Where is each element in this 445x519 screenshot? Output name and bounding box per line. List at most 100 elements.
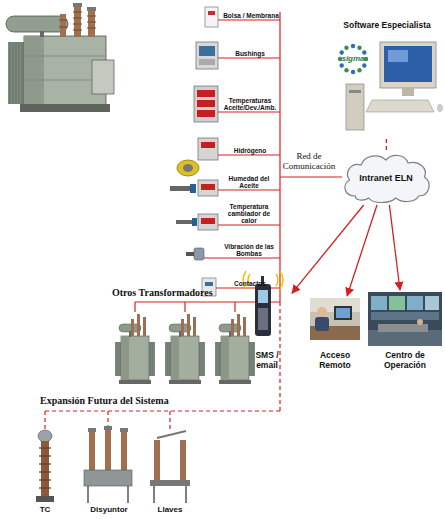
future-expansion-wire (45, 410, 280, 411)
sensor-devices (197, 90, 215, 97)
other-transformers (115, 314, 155, 384)
sensor-devices (192, 218, 197, 226)
sensor-devices (205, 282, 213, 286)
main-transformer (59, 27, 67, 28)
sensor-devices (194, 248, 204, 260)
circuit-breaker (87, 486, 89, 503)
bus-wire (280, 176, 342, 177)
main-transformer (10, 42, 11, 104)
sensor-label: Humedad del Aceite (220, 175, 278, 189)
bus-wire (218, 224, 280, 225)
main-transformer (6, 3, 114, 112)
current-transformer (39, 479, 51, 480)
remote-access-photo (317, 307, 327, 317)
sigma-logo (351, 70, 355, 74)
connector-arrow (389, 205, 400, 290)
equipment-label: Llaves (146, 505, 194, 514)
logo-text: sigma (338, 54, 368, 63)
sigma-logo (344, 46, 348, 50)
sensor-devices (177, 160, 199, 176)
sensor-devices (197, 100, 215, 107)
circuit-breaker (127, 486, 129, 503)
mobile-phone (258, 308, 268, 330)
disconnect-switch (185, 486, 187, 503)
sensor-label: Temperaturas Aceite/Dev./Amb. (220, 97, 280, 111)
network-cloud: Intranet ELN (338, 150, 434, 205)
main-transformer (16, 42, 17, 104)
circuit-breaker (84, 426, 132, 503)
sigma-logo (340, 63, 344, 67)
connector-arrow (347, 205, 377, 296)
future-expansion-wire (44, 411, 45, 430)
bus-wire (135, 12, 342, 312)
node-label: Intranet ELN (359, 173, 413, 183)
operation-center: Centro de Operación (366, 290, 444, 370)
bus-wire (234, 302, 235, 312)
computer (384, 46, 432, 82)
operation-center-photo (371, 296, 387, 310)
sensor-devices (170, 7, 218, 296)
bus-wire (204, 257, 280, 258)
computer (380, 42, 436, 88)
future-expansion-wire (279, 302, 280, 411)
main-transformer (73, 30, 82, 31)
main-transformer (87, 7, 96, 11)
main-transformer (8, 42, 24, 104)
operation-center-photo (389, 296, 405, 310)
mobile-phone (255, 284, 271, 336)
sensor-devices (194, 86, 218, 122)
sigma-logo (362, 63, 366, 67)
main-transformer (92, 60, 114, 94)
computer (437, 104, 443, 112)
sensor-label: Vibración de las Bombas (220, 243, 278, 257)
computer (402, 88, 414, 96)
current-transformer (39, 455, 51, 456)
main-transformer (73, 12, 82, 13)
main-transformer (73, 18, 82, 19)
connector-arrow (292, 205, 364, 293)
current-transformer (39, 463, 51, 464)
sensor-devices (183, 164, 193, 172)
circuit-breaker (105, 428, 111, 470)
sensor-label: Contactos (222, 280, 278, 287)
main-transformer (74, 6, 81, 37)
sensor-devices (199, 46, 215, 56)
sensor-label: Bushings (222, 50, 278, 57)
current-transformer (36, 496, 54, 502)
circuit-breaker (88, 428, 96, 432)
main-transformer (40, 31, 44, 37)
main-transformer (87, 28, 96, 29)
sensor-devices (198, 214, 218, 230)
main-transformer (59, 20, 67, 21)
main-transformer (88, 10, 95, 37)
equipment-label: TC (30, 505, 60, 514)
sensor-devices (205, 7, 218, 27)
sigma-logo (344, 68, 348, 72)
mobile-phone (280, 271, 283, 289)
node-label: Centro de Operación (375, 350, 435, 370)
mobile-phone (276, 274, 278, 286)
disconnect-switch (154, 440, 160, 480)
current-transformer (38, 430, 52, 442)
cloud-outline (345, 155, 429, 202)
main-transformer (19, 42, 20, 104)
software-panel: Software Especialista (332, 20, 442, 137)
main-transformer (87, 16, 96, 17)
current-transformer (39, 487, 51, 488)
sensor-devices (170, 186, 190, 191)
sensor-devices (201, 142, 215, 148)
circuit-breaker (121, 430, 127, 470)
sensor-devices (198, 138, 218, 160)
operation-center-photo (368, 330, 442, 346)
other-transformers (165, 314, 205, 384)
bus-wire (218, 189, 280, 190)
main-transformer (20, 104, 110, 112)
sensor-devices (197, 110, 215, 117)
remote-access: Acceso Remoto (305, 296, 365, 370)
network-label: Red de Comunicación (282, 151, 336, 171)
sensor-label: Hidrógeno (222, 147, 278, 154)
operation-center-photo (368, 292, 442, 346)
bus-wire (218, 111, 280, 112)
circuit-breaker (120, 428, 128, 432)
remote-access-photo (310, 298, 360, 340)
